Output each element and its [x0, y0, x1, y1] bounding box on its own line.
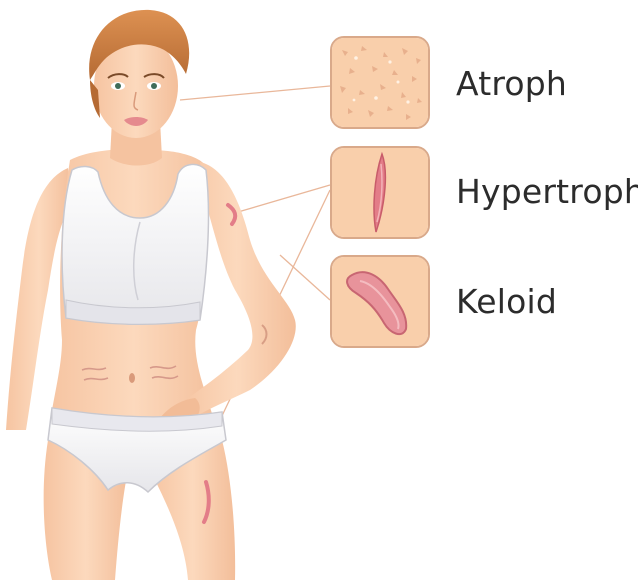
atrophic-scar-swatch: [330, 36, 430, 129]
leader-line-hypertrophic: [238, 185, 330, 212]
hypertrophic-scar-graphic: [332, 148, 428, 237]
keloid-scar-graphic: [332, 257, 428, 346]
label-hypertrophic: Hypertroph: [456, 172, 638, 211]
head: [89, 10, 189, 138]
label-atrophic: Atroph: [456, 64, 567, 103]
atrophic-texture: [332, 38, 428, 127]
hypertrophic-scar-swatch: [330, 146, 430, 239]
label-keloid: Keloid: [456, 282, 557, 321]
leader-line-atrophic: [180, 86, 330, 100]
keloid-scar-swatch: [330, 255, 430, 348]
navel: [129, 373, 135, 383]
